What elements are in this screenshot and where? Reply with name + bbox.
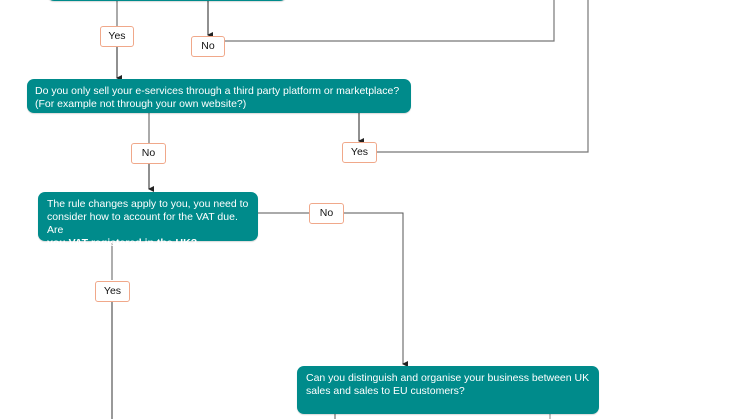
connector-rule-no-right — [344, 212, 408, 367]
label-no: No — [131, 143, 166, 164]
label-no: No — [191, 36, 225, 57]
label-yes: Yes — [95, 281, 130, 302]
node-text-line: you VAT registered in the UK? — [47, 237, 198, 249]
connector-yes-loop — [377, 0, 589, 153]
node-third-party-question[interactable]: Do you only sell your e-services through… — [27, 79, 411, 113]
label-yes: Yes — [100, 26, 134, 47]
node-text-line: The rule changes apply to you, you need … — [47, 198, 249, 210]
node-text: Can you distinguish and organise your bu… — [306, 372, 590, 397]
label-yes: Yes — [342, 142, 377, 163]
label-no: No — [309, 203, 344, 224]
connector-no-loop — [225, 0, 555, 42]
node-top-partial[interactable] — [47, 0, 287, 1]
node-text: Do you only sell your e-services through… — [35, 85, 400, 110]
node-distinguish-question[interactable]: Can you distinguish and organise your bu… — [297, 366, 599, 414]
node-rule-changes[interactable]: The rule changes apply to you, you need … — [38, 192, 258, 249]
node-text-line: consider how to account for the VAT due.… — [47, 211, 238, 236]
